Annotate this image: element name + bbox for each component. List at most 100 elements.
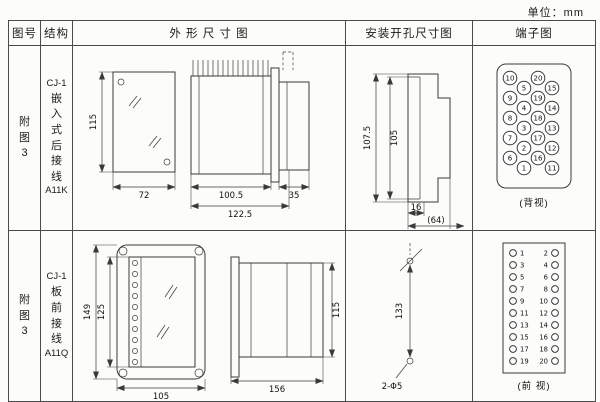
terminal-circle xyxy=(509,261,517,269)
figure-no-cell: 附 图 3 xyxy=(8,45,41,231)
terminal-number: 4 xyxy=(544,262,548,270)
dim-inner-height: 105 xyxy=(390,130,400,146)
terminal-number: 15 xyxy=(520,334,529,342)
dim-width: 105 xyxy=(153,392,169,401)
install-drawing-front-wiring: 133 2-Φ5 xyxy=(382,243,423,392)
figure-no-char: 附 xyxy=(19,116,30,129)
terminal-circle xyxy=(509,357,517,365)
install-drawing-cell: 107.5 105 16 (64) xyxy=(345,45,473,231)
figure-no-char: 图 xyxy=(19,131,30,144)
terminal-number: 2 xyxy=(522,144,526,152)
view-label: (前 视) xyxy=(518,380,551,392)
terminal-number: 10 xyxy=(506,74,515,82)
structure-line: CJ-1 xyxy=(46,77,67,89)
terminal-circle xyxy=(530,110,546,126)
figure-no-char: 3 xyxy=(21,325,28,338)
structure-line: 前 xyxy=(51,301,62,314)
structure-line: 接 xyxy=(51,317,62,330)
terminal-circle xyxy=(551,333,559,341)
terminal-circle xyxy=(509,321,517,329)
structure-line: A11Q xyxy=(44,347,69,359)
terminal-number: 17 xyxy=(520,346,529,354)
dim-body-length: 100.5 xyxy=(219,191,243,201)
terminal-circle xyxy=(544,120,560,136)
outline-drawing-rear-wiring: 115 72 xyxy=(89,51,310,220)
terminal-number: 15 xyxy=(548,84,557,92)
terminal-number: 19 xyxy=(520,358,529,366)
terminal-number: 12 xyxy=(539,310,548,318)
terminal-circle xyxy=(509,309,517,317)
col-header-install-dims: 安装开孔尺寸图 xyxy=(345,20,473,46)
front-view: 149 125 105 xyxy=(83,244,206,401)
figure-no-char: 图 xyxy=(19,309,30,322)
dim-total-length: 122.5 xyxy=(228,210,252,220)
terminal-number: 8 xyxy=(544,286,548,294)
structure-label: CJ-1 嵌 入 式 后 接 线 A11K xyxy=(42,77,72,198)
terminal-circle xyxy=(502,150,518,166)
dim-inner-height: 125 xyxy=(97,304,107,320)
header-row: 图号 结构 外 形 尺 寸 图 安装开孔尺寸图 端子图 xyxy=(8,20,596,46)
terminal-number: 16 xyxy=(539,334,548,342)
dim-rear-length: 35 xyxy=(289,191,300,201)
terminal-number: 12 xyxy=(548,144,557,152)
install-drawing-cell: 133 2-Φ5 xyxy=(345,230,473,402)
spec-table: 图号 结构 外 形 尺 寸 图 安装开孔尺寸图 端子图 附 图 3 CJ-1 嵌… xyxy=(8,20,596,402)
terminal-circle xyxy=(530,130,546,146)
terminal-circle xyxy=(530,90,546,106)
structure-line: A11K xyxy=(45,185,68,197)
dim-span-width: (64) xyxy=(427,216,444,226)
structure-label: CJ-1 板 前 接 线 A11Q xyxy=(42,271,72,359)
front-view: 115 72 xyxy=(89,71,176,201)
outline-drawing-cell: 115 72 xyxy=(72,45,346,231)
dim-height: 115 xyxy=(89,114,99,130)
col-header-structure: 结构 xyxy=(40,20,73,46)
terminal-circle xyxy=(544,160,560,176)
terminal-number: 13 xyxy=(520,322,529,330)
terminal-circle xyxy=(509,249,517,257)
outline-drawing-front-wiring: 149 125 105 xyxy=(83,244,342,401)
figure-no-char: 附 xyxy=(19,294,30,307)
dim-outer-height: 149 xyxy=(83,304,93,320)
terminal-number: 14 xyxy=(548,104,557,112)
terminal-circle xyxy=(551,345,559,353)
dim-side-length: 156 xyxy=(269,385,285,395)
terminal-number: 11 xyxy=(520,310,529,318)
side-view: 100.5 35 122.5 xyxy=(190,51,310,220)
terminal-circle xyxy=(509,297,517,305)
terminal-number: 20 xyxy=(534,74,543,82)
structure-line: 入 xyxy=(51,108,62,121)
terminal-number: 11 xyxy=(548,164,557,172)
terminal-circle xyxy=(551,273,559,281)
terminal-circle xyxy=(544,140,560,156)
terminal-number: 3 xyxy=(520,262,524,270)
terminal-number: 8 xyxy=(508,114,512,122)
structure-cell: CJ-1 嵌 入 式 后 接 线 A11K xyxy=(40,45,73,231)
terminal-circle xyxy=(544,80,560,96)
table-row-front-wiring: 附 图 3 CJ-1 板 前 接 线 A11Q xyxy=(8,230,596,402)
figure-no-cell: 附 图 3 xyxy=(8,230,41,402)
terminal-strip xyxy=(132,260,138,365)
terminal-number: 1 xyxy=(520,250,524,258)
terminal-circle xyxy=(551,297,559,305)
unit-label: 单位：mm xyxy=(527,7,584,19)
terminal-number: 5 xyxy=(520,274,524,282)
terminal-number: 9 xyxy=(508,94,512,102)
terminal-number: 7 xyxy=(520,286,524,294)
terminal-circle xyxy=(502,70,518,86)
terminal-circle xyxy=(502,130,518,146)
terminal-circle xyxy=(509,333,517,341)
terminal-number: 16 xyxy=(534,154,543,162)
terminal-circle xyxy=(502,110,518,126)
terminal-number: 18 xyxy=(539,346,548,354)
terminal-circle xyxy=(509,273,517,281)
structure-line: 式 xyxy=(51,123,62,136)
structure-line: CJ-1 xyxy=(46,271,67,283)
terminal-number: 13 xyxy=(548,124,557,132)
dim-side-height: 115 xyxy=(332,302,342,318)
terminal-number: 9 xyxy=(520,298,524,306)
